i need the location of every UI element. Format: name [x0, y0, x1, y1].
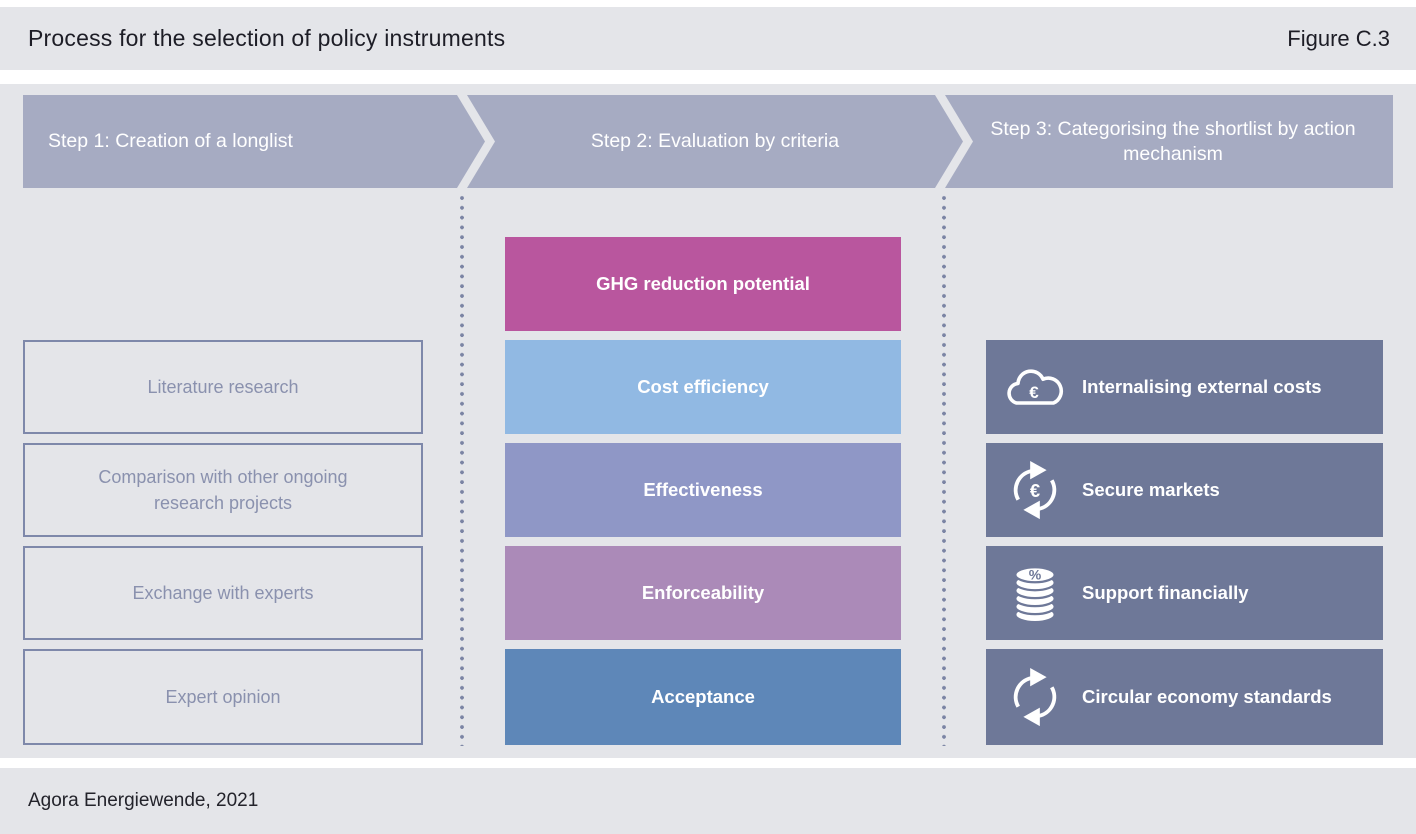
longlist-item-label: Comparison with other ongoing research p…: [98, 466, 348, 513]
criteria-box: Cost efficiency: [505, 340, 901, 434]
step3-arrow-shape: [945, 95, 1393, 188]
step-arrows-graphic: [23, 95, 1393, 188]
criteria-box: Acceptance: [505, 649, 901, 745]
mechanism-box: % Support financially: [986, 546, 1383, 640]
process-steps: Step 1: Creation of a longlist Step 2: E…: [23, 95, 1393, 188]
criteria-box: Enforceability: [505, 546, 901, 640]
step2-arrow-shape: [467, 95, 963, 188]
cycle-euro-icon: €: [1002, 457, 1068, 523]
longlist-item: Comparison with other ongoing research p…: [23, 443, 423, 537]
svg-text:€: €: [1030, 480, 1040, 501]
criteria-label: Cost efficiency: [637, 376, 769, 397]
criteria-box: Effectiveness: [505, 443, 901, 537]
criteria-label: Acceptance: [651, 686, 755, 707]
mechanism-label: Support financially: [1082, 582, 1249, 603]
longlist-item: Literature research: [23, 340, 423, 434]
mechanism-label: Secure markets: [1082, 479, 1220, 500]
mechanism-box: € Internalising external costs: [986, 340, 1383, 434]
diagram-area: Step 1: Creation of a longlist Step 2: E…: [0, 84, 1416, 758]
criteria-label: Enforceability: [641, 582, 765, 603]
page-title: Process for the selection of policy inst…: [28, 25, 506, 51]
dotted-separator-right: [941, 194, 947, 746]
criteria-label: Effectiveness: [643, 479, 763, 500]
criteria-box: GHG reduction potential: [505, 237, 901, 331]
longlist-item-label: Expert opinion: [165, 686, 281, 707]
figure-number: Figure C.3: [1287, 25, 1390, 51]
mechanism-box: € Secure markets: [986, 443, 1383, 537]
longlist-item: Exchange with experts: [23, 546, 423, 640]
figure-footer: Agora Energiewende, 2021: [0, 768, 1416, 834]
longlist-item-label: Literature research: [147, 376, 299, 397]
cloud-euro-icon: €: [1002, 354, 1068, 420]
mechanism-box: Circular economy standards: [986, 649, 1383, 745]
coins-percent-icon: %: [1002, 560, 1068, 626]
step-3-label: Step 3: Categorising the shortlist by ac…: [990, 118, 1356, 165]
mechanism-label: Circular economy standards: [1082, 686, 1332, 707]
mechanism-label: Internalising external costs: [1082, 376, 1322, 397]
longlist-item-label: Exchange with experts: [132, 582, 314, 603]
figure-header: Process for the selection of policy inst…: [0, 7, 1416, 70]
step-1-label: Step 1: Creation of a longlist: [48, 130, 293, 153]
step-2-label: Step 2: Evaluation by criteria: [590, 130, 840, 153]
dotted-separator-left: [459, 194, 465, 746]
cycle-icon: [1002, 664, 1068, 730]
source-attribution: Agora Energiewende, 2021: [28, 790, 259, 811]
svg-text:%: %: [1029, 566, 1042, 582]
criteria-label: GHG reduction potential: [596, 273, 810, 294]
svg-text:€: €: [1029, 383, 1039, 402]
longlist-item: Expert opinion: [23, 649, 423, 745]
step1-arrow-shape: [23, 95, 485, 188]
